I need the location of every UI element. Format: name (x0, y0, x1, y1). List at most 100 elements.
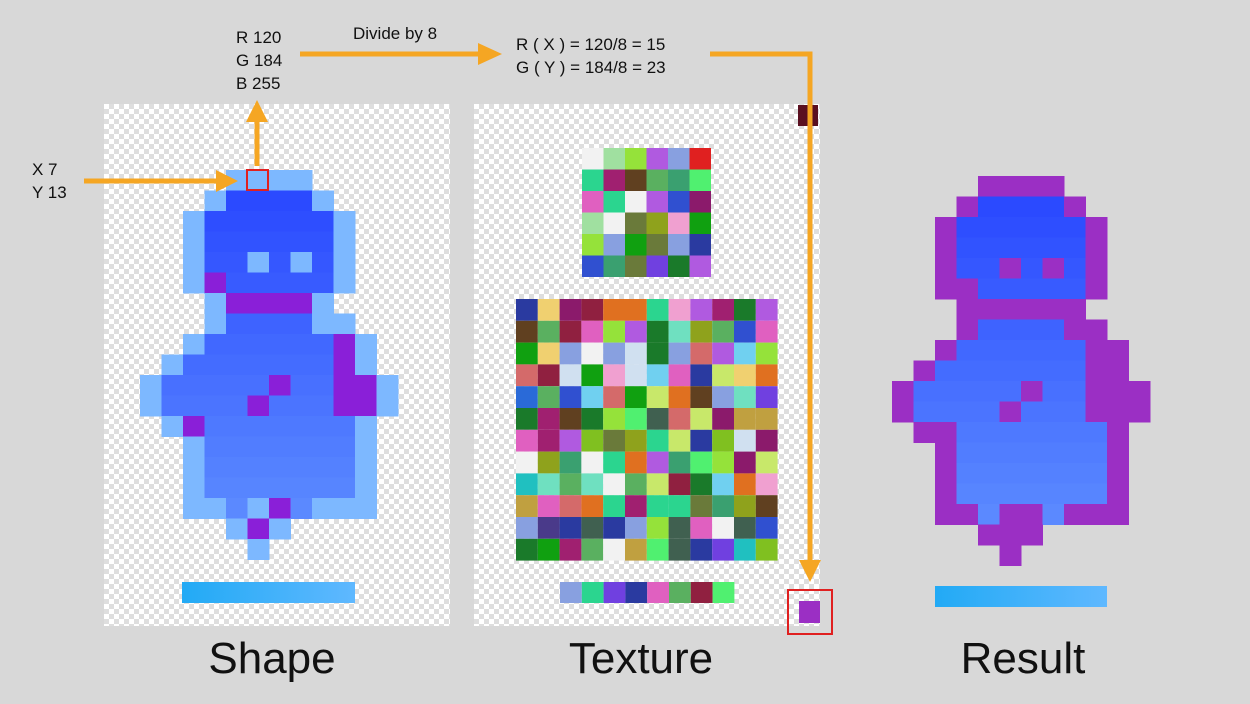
texture-cell (537, 408, 560, 430)
texture-cell (625, 212, 647, 234)
pos-y-label: Y 13 (32, 183, 67, 202)
sprite-pixel (290, 252, 313, 273)
texture-cell (582, 148, 604, 170)
sprite-pixel (355, 395, 377, 417)
sprite-pixel (999, 217, 1022, 238)
sprite-pixel (956, 463, 979, 484)
texture-cell (755, 495, 778, 517)
texture-cell (755, 473, 778, 496)
sprite-pixel (226, 498, 248, 519)
sprite-pixel (1064, 278, 1086, 300)
sprite-pixel (204, 477, 227, 499)
texture-cell (669, 582, 691, 603)
sprite-pixel (1042, 422, 1065, 443)
sprite-pixel (1042, 319, 1065, 341)
texture-cell (603, 386, 625, 408)
pos-x-label: X 7 (32, 160, 58, 179)
texture-cell (537, 473, 560, 496)
sprite-pixel (1085, 463, 1108, 484)
texture-cell (668, 342, 691, 365)
sprite-pixel (269, 457, 291, 478)
rgb-g-label: G 184 (236, 51, 283, 70)
texture-cell (537, 495, 560, 517)
sprite-pixel (226, 395, 248, 417)
sprite-pixel (1042, 360, 1065, 382)
texture-cell (668, 429, 691, 452)
result-caption: Result (960, 634, 1086, 683)
sprite-pixel (204, 211, 227, 232)
texture-cell (712, 495, 734, 517)
sprite-pixel (269, 211, 291, 232)
arrow-down-head (799, 560, 821, 582)
texture-cell (537, 517, 560, 539)
texture-cell (581, 299, 604, 321)
texture-cell (712, 320, 734, 343)
texture-cell (646, 234, 668, 256)
texture-cell (625, 320, 647, 343)
texture-cell (603, 473, 625, 496)
texture-cell (689, 169, 711, 191)
texture-cell (603, 495, 625, 517)
sprite-pixel (204, 293, 227, 314)
sprite-pixel (978, 504, 1000, 525)
texture-cell (690, 473, 713, 496)
sprite-pixel (913, 360, 936, 382)
sprite-pixel (1085, 401, 1108, 423)
sprite-pixel (312, 395, 334, 417)
sprite-pixel (226, 334, 248, 355)
sprite-pixel (1085, 504, 1108, 525)
sprite-pixel (1021, 463, 1043, 484)
texture-cell (582, 212, 604, 234)
texture-cell (603, 517, 625, 539)
sprite-pixel (978, 524, 1000, 546)
texture-cell (581, 495, 604, 517)
sprite-pixel (935, 258, 957, 279)
sprite-pixel (183, 375, 205, 396)
result-sprite (892, 176, 1151, 566)
sprite-pixel (333, 416, 356, 437)
sprite-pixel (247, 231, 270, 253)
sprite-pixel (269, 477, 291, 499)
sprite-pixel (161, 375, 184, 396)
sprite-pixel (999, 360, 1022, 382)
texture-cell (646, 342, 669, 365)
texture-cell (516, 473, 538, 496)
sprite-pixel (140, 375, 162, 396)
texture-cell (646, 408, 669, 430)
sprite-pixel (204, 498, 227, 519)
sprite-pixel (333, 252, 356, 273)
sprite-pixel (247, 498, 270, 519)
sprite-pixel (290, 436, 313, 458)
sprite-pixel (956, 483, 979, 505)
sprite-pixel (999, 504, 1022, 525)
sprite-pixel (333, 395, 356, 417)
sprite-pixel (1064, 319, 1086, 341)
sprite-pixel (1021, 401, 1043, 423)
sprite-pixel (226, 477, 248, 499)
sprite-pixel (1085, 442, 1108, 464)
texture-cell (516, 386, 538, 408)
texture-cell (712, 408, 734, 430)
texture-cell (559, 342, 582, 365)
texture-cell (625, 255, 647, 277)
sprite-pixel (290, 231, 313, 253)
sprite-pixel (226, 436, 248, 458)
sprite-pixel (1021, 176, 1043, 197)
texture-cell (646, 299, 669, 321)
sprite-pixel (935, 483, 957, 505)
texture-cell (559, 320, 582, 343)
texture-cell (516, 299, 538, 321)
texture-cell (559, 517, 582, 539)
sprite-pixel (247, 395, 270, 417)
sprite-pixel (1042, 504, 1065, 525)
arrow-heads (216, 43, 821, 582)
texture-cell (537, 364, 560, 387)
texture-cell (625, 234, 647, 256)
lookup-g-label: G ( Y ) = 184/8 = 23 (516, 58, 666, 77)
sprite-pixel (183, 395, 205, 417)
sprite-pixel (269, 334, 291, 355)
sprite-pixel (247, 313, 270, 335)
sprite-pixel (1107, 463, 1129, 484)
texture-cell (689, 255, 711, 277)
sprite-pixel (999, 545, 1022, 566)
